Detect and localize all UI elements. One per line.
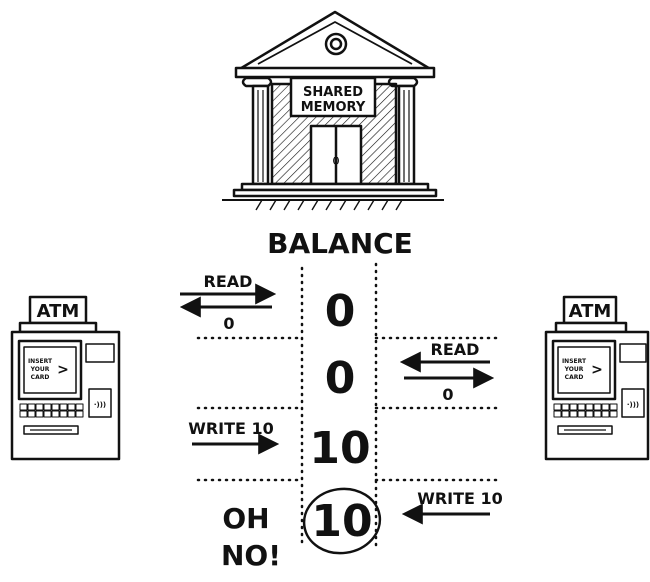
contactless-icon: ·))) (94, 401, 106, 409)
balance-title: BALANCE (267, 227, 413, 260)
atm-left-screen-line2: YOUR (30, 366, 50, 373)
contactless-icon: ·))) (627, 401, 639, 409)
read-value-right: 0 (442, 385, 453, 404)
atm-right-screen (557, 346, 611, 394)
bank-roof-medallion (324, 32, 348, 56)
balance-value-row3: 10 (309, 423, 370, 474)
atm-right (544, 295, 650, 461)
atm-left-sign (28, 295, 88, 325)
ground-hatching (255, 199, 403, 211)
read-value-left: 0 (223, 314, 234, 333)
atm-left-card-slot (88, 388, 112, 418)
bank-column-right (397, 84, 416, 186)
write-label-right: WRITE 10 (417, 489, 503, 508)
read-label-right: READ (431, 340, 480, 359)
atm-left-screen-line1: INSERT (28, 358, 53, 365)
atm-left-keypad (19, 403, 84, 418)
atm-right-card-slot (621, 388, 645, 418)
atm-right-screen-line3: CARD (565, 374, 584, 381)
atm-right-label: ATM (569, 301, 612, 322)
bank-sign (289, 76, 377, 118)
balance-value-row2: 0 (325, 353, 356, 404)
balance-value-row4: 10 (311, 496, 372, 547)
atm-left-screen (23, 346, 77, 394)
atm-right-screen-line1: INSERT (562, 358, 587, 365)
atm-right-screen-arrow: > (591, 362, 603, 378)
bank-building (222, 10, 444, 211)
bank-door-label: () (332, 156, 339, 165)
atm-left-label: ATM (37, 301, 80, 322)
atm-left (10, 295, 121, 461)
atm-left-screen-arrow: > (57, 362, 69, 378)
oh-no-line1: OH (222, 502, 269, 535)
bank-sign-line2: MEMORY (301, 100, 366, 115)
conflict-circle (302, 487, 382, 555)
atm-right-screen-line2: YOUR (564, 366, 584, 373)
bank-column-left (251, 84, 270, 186)
balance-value-row1: 0 (325, 286, 356, 337)
balance-grid (196, 262, 500, 550)
bank-sign-line1: SHARED (303, 85, 363, 100)
atm-right-keypad (553, 403, 618, 418)
atm-left-screen-line3: CARD (31, 374, 50, 381)
oh-no-line2: NO! (221, 539, 281, 572)
read-label-left: READ (204, 272, 253, 291)
write-label-left: WRITE 10 (188, 419, 274, 438)
